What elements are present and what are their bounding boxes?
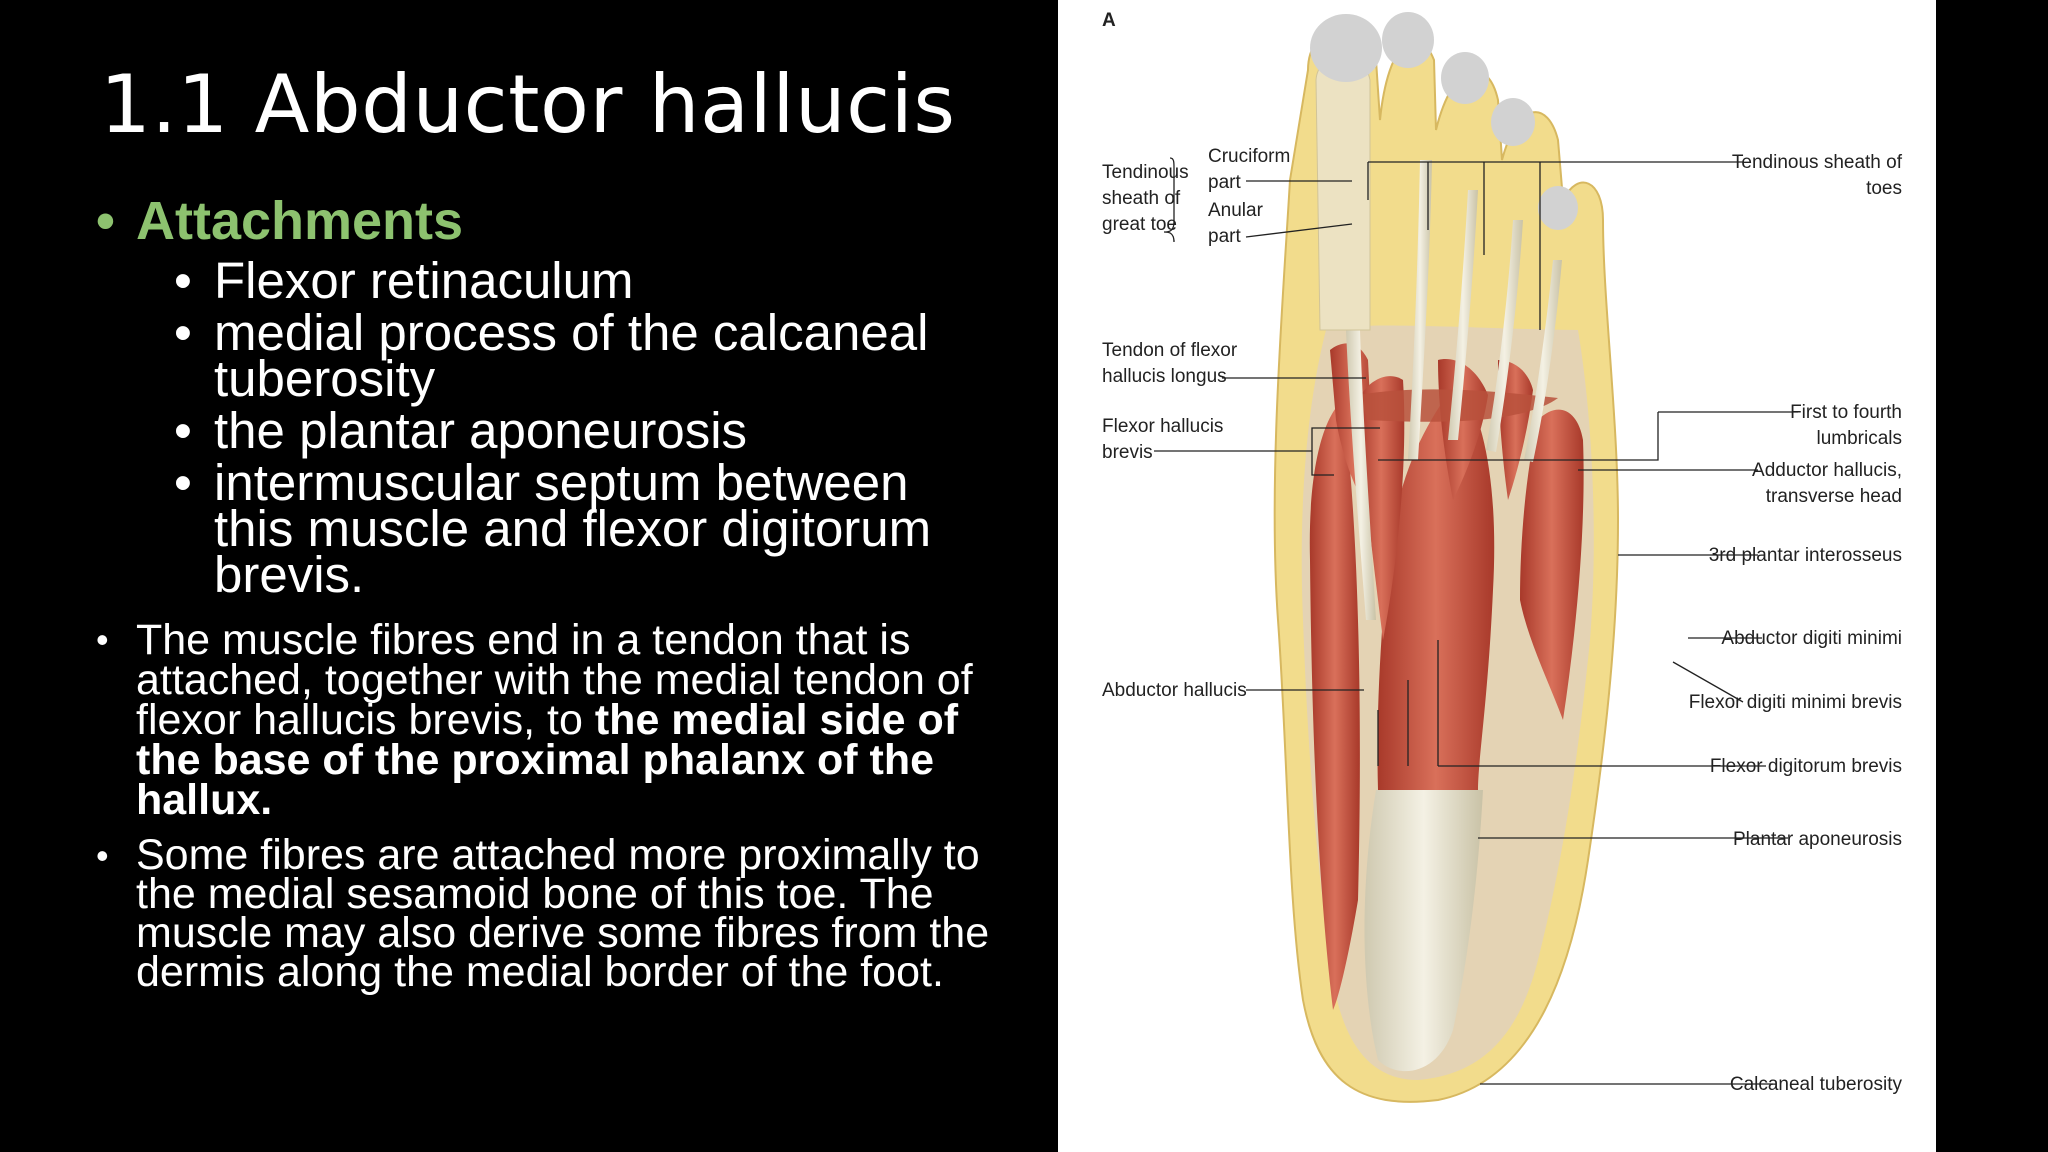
- attachment-text: Flexor retinaculum: [214, 252, 634, 309]
- label-anular-part: part: [1208, 226, 1241, 247]
- attachment-item: • intermuscular septum between this musc…: [174, 454, 996, 600]
- bullet-marker: •: [96, 835, 109, 876]
- bullet-marker: •: [96, 191, 115, 251]
- label-abductor-hallucis: Abductor hallucis: [1102, 680, 1247, 701]
- bullet-marker: •: [174, 454, 192, 511]
- label-cruciform-part: part: [1208, 172, 1241, 193]
- toe-nail: [1538, 186, 1578, 230]
- flexor-digitorum-brevis-muscle-2: [1358, 376, 1405, 640]
- flexor-tendon-4: [1524, 260, 1562, 462]
- toe-nail: [1441, 52, 1489, 104]
- attachment-item: • the plantar aponeurosis: [174, 402, 996, 459]
- label-cruciform-part: Cruciform: [1208, 146, 1290, 167]
- flexor-tendon-3: [1486, 220, 1523, 452]
- tendon-paragraph: • The muscle fibres end in a tendon that…: [96, 619, 996, 822]
- attachment-item: • Flexor retinaculum: [174, 252, 996, 309]
- bullet-marker: •: [174, 252, 192, 309]
- attachment-text: the plantar aponeurosis: [214, 402, 748, 459]
- label-tendinous-sheath-toes: toes: [1866, 178, 1902, 199]
- toe-nail: [1491, 98, 1535, 146]
- attachment-item: • medial process of the calcaneal tubero…: [174, 304, 996, 404]
- abductor-digiti-minimi-muscle: [1520, 409, 1584, 720]
- label-fdmb: Flexor digiti minimi brevis: [1689, 692, 1902, 713]
- toe-nail: [1382, 12, 1434, 68]
- bullet-marker: •: [96, 619, 109, 660]
- paragraph-text: The muscle fibres end in a tendon that i…: [136, 616, 973, 744]
- attachments-heading: Attachments: [136, 191, 464, 251]
- label-fdb: Flexor digitorum brevis: [1710, 756, 1902, 777]
- label-plantar-interosseus: 3rd plantar interosseus: [1709, 545, 1902, 566]
- plantar-aponeurosis: [1364, 790, 1483, 1072]
- flexor-digitorum-brevis-muscle: [1377, 380, 1495, 790]
- attachments-bullet: • Attachments: [96, 190, 996, 252]
- label-plantar-aponeurosis: Plantar aponeurosis: [1733, 829, 1902, 850]
- label-anular-part: Anular: [1208, 200, 1264, 221]
- flexor-tendon-2: [1448, 190, 1478, 440]
- paragraph-bold-text: the medial side of the base of the proxi…: [136, 696, 959, 824]
- label-tendon-fhl: Tendon of flexor: [1102, 340, 1238, 361]
- bullet-marker: •: [174, 304, 192, 361]
- bullet-marker: •: [174, 402, 192, 459]
- label-lumbricals: First to fourth: [1790, 402, 1902, 423]
- flexor-tendon: [1408, 160, 1432, 460]
- label-adductor-transverse: transverse head: [1766, 486, 1902, 507]
- paragraph-text: Some fibres are attached more proximally…: [136, 831, 990, 996]
- attachment-text: medial process of the calcaneal tuberosi…: [214, 304, 929, 407]
- foot-illustration: A Tendinous sheath of great toe Crucifor…: [1102, 10, 1903, 1103]
- label-fhb: brevis: [1102, 442, 1153, 463]
- label-fhb: Flexor hallucis: [1102, 416, 1223, 437]
- fhl-tendon: [1346, 330, 1376, 620]
- label-tendon-fhl: hallucis longus: [1102, 366, 1227, 387]
- slide-content: • Attachments • Flexor retinaculum • med…: [96, 190, 996, 994]
- label-tendinous-sheath-great-toe: sheath of: [1102, 188, 1181, 209]
- panel-letter: A: [1102, 10, 1116, 31]
- foot-anatomy-figure: A Tendinous sheath of great toe Crucifor…: [1058, 0, 1936, 1152]
- label-lumbricals: lumbricals: [1816, 428, 1902, 449]
- fibres-paragraph: • Some fibres are attached more proximal…: [96, 834, 996, 994]
- label-adductor-transverse: Adductor hallucis,: [1752, 460, 1902, 481]
- abductor-hallucis-muscle: [1309, 400, 1360, 1010]
- label-calcaneal-tuberosity: Calcaneal tuberosity: [1730, 1074, 1903, 1095]
- label-abductor-digiti-minimi: Abductor digiti minimi: [1721, 628, 1902, 649]
- label-tendinous-sheath-great-toe: great toe: [1102, 214, 1177, 235]
- great-toe-nail: [1310, 14, 1382, 82]
- label-tendinous-sheath-toes: Tendinous sheath of: [1732, 152, 1903, 173]
- attachment-text: intermuscular septum between this muscle…: [214, 454, 932, 603]
- slide-title: 1.1 Abductor hallucis: [100, 58, 956, 151]
- label-tendinous-sheath-great-toe: Tendinous: [1102, 162, 1189, 183]
- great-toe-sheath: [1315, 55, 1371, 331]
